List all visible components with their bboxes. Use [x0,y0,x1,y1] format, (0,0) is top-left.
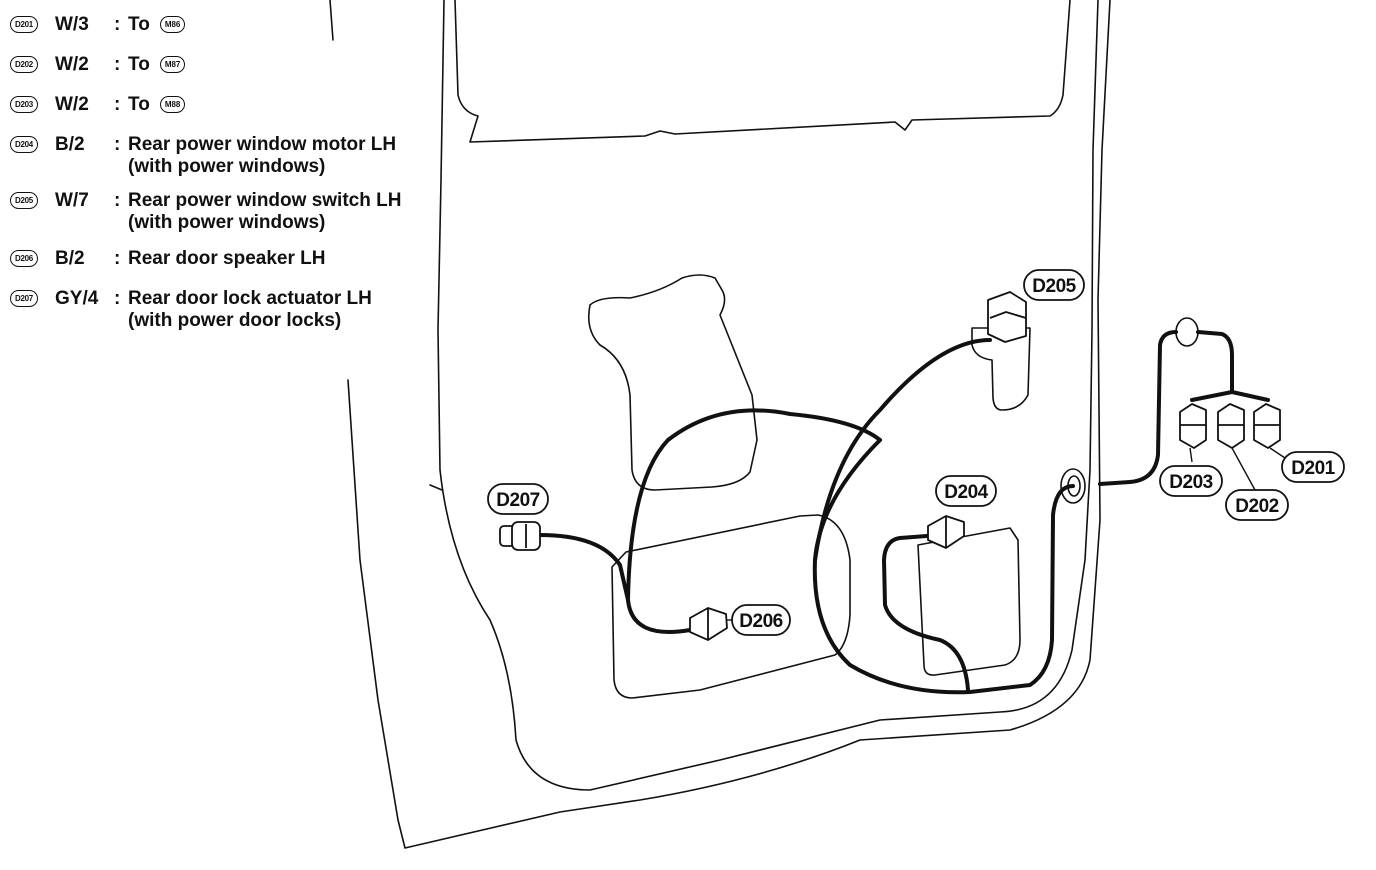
connector-badge: D201 [10,16,38,33]
mref-badge: M87 [159,56,186,73]
colon: : [114,134,121,155]
wire-code: B/2 [55,134,85,155]
description-note: (with power door locks) [128,310,342,331]
connector-badge: D204 [10,136,38,153]
description-note: (with power windows) [128,212,326,233]
callout-d203-label: D203 [1169,472,1212,493]
description: Rear power window switch LH [128,190,402,211]
description-note: (with power windows) [128,156,326,177]
callout-d202-label: D202 [1235,496,1278,517]
connector-badge: D207 [10,290,38,307]
door-panel-outline [329,0,1199,849]
description: To M88 [128,94,186,116]
colon: : [114,190,121,211]
wire-code: W/2 [55,94,89,115]
connector-badge: D206 [10,250,38,267]
mref-badge: M86 [159,16,186,33]
callout-d203: D203 [1159,465,1223,497]
callout-d201-label: D201 [1291,458,1335,479]
callout-d207-label: D207 [496,490,539,511]
description-text: To [128,14,150,35]
wire-code: W/2 [55,54,89,75]
d202-connector-icon [1217,403,1245,449]
wire-harness [538,330,1270,695]
callout-d201: D201 [1281,451,1345,483]
d206-connector-icon [689,607,728,641]
callout-d206: D206 [731,604,791,636]
d207-connector-icon [499,521,541,551]
d201-connector-icon [1253,403,1281,449]
callout-d204: D204 [935,475,997,507]
description: Rear power window motor LH [128,134,397,155]
wire-code: B/2 [55,248,85,269]
colon: : [114,54,121,75]
description-text: To [128,94,150,115]
description: Rear door speaker LH [128,248,326,269]
connector-badge: D202 [10,56,38,73]
colon: : [114,288,121,309]
wire-code: W/3 [55,14,89,35]
colon: : [114,248,121,269]
callout-d204-label: D204 [944,482,988,503]
description: Rear door lock actuator LH [128,288,372,309]
callout-d206-label: D206 [739,611,782,632]
callout-d205: D205 [1023,269,1085,301]
callout-d207: D207 [487,483,549,515]
colon: : [114,94,121,115]
description: To M86 [128,14,186,36]
description: To M87 [128,54,186,76]
wire-code: GY/4 [55,288,99,309]
colon: : [114,14,121,35]
d205-connector-icon [987,291,1027,343]
description-text: To [128,54,150,75]
d203-connector-icon [1179,403,1207,449]
callout-d205-label: D205 [1032,276,1076,297]
connector-badge: D203 [10,96,38,113]
callout-d202: D202 [1225,489,1289,521]
d204-connector-icon [927,515,965,549]
wire-code: W/7 [55,190,89,211]
mref-badge: M88 [159,96,186,113]
connector-badge: D205 [10,192,38,209]
